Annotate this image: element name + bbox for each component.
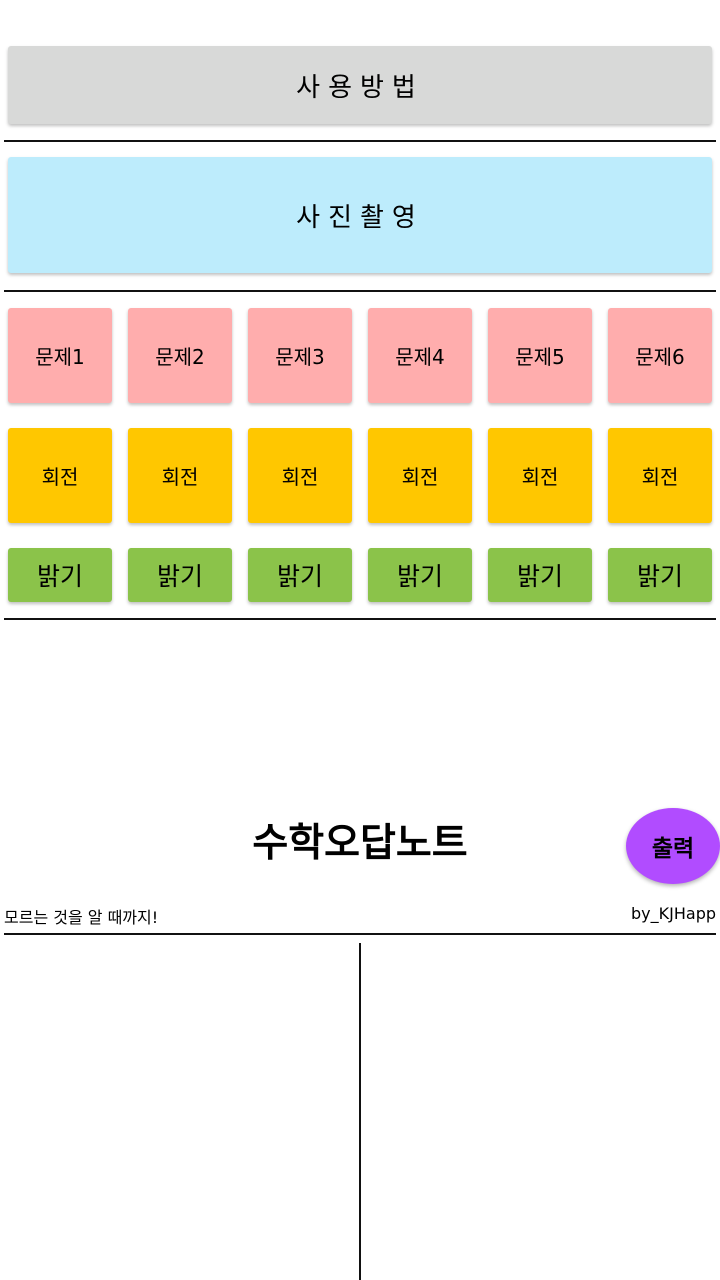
- problem-button-2[interactable]: 문제2: [128, 308, 232, 403]
- rotate-button-5[interactable]: 회전: [488, 428, 592, 523]
- divider: [4, 290, 716, 292]
- rotate-button-6[interactable]: 회전: [608, 428, 712, 523]
- problem-button-4[interactable]: 문제4: [368, 308, 472, 403]
- divider: [4, 618, 716, 620]
- center-divider: [359, 943, 361, 1280]
- rotate-button-1[interactable]: 회전: [8, 428, 112, 523]
- brightness-button-4[interactable]: 밝기: [368, 548, 472, 602]
- brightness-button-3[interactable]: 밝기: [248, 548, 352, 602]
- brightness-button-6[interactable]: 밝기: [608, 548, 712, 602]
- brightness-button-1[interactable]: 밝기: [8, 548, 112, 602]
- divider: [4, 933, 716, 935]
- problem-button-1[interactable]: 문제1: [8, 308, 112, 403]
- rotate-button-2[interactable]: 회전: [128, 428, 232, 523]
- howto-button[interactable]: 사용방법: [8, 46, 712, 124]
- note-title: 수학오답노트: [252, 821, 468, 866]
- problem-button-5[interactable]: 문제5: [488, 308, 592, 403]
- brightness-button-2[interactable]: 밝기: [128, 548, 232, 602]
- rotate-button-3[interactable]: 회전: [248, 428, 352, 523]
- divider: [4, 140, 716, 142]
- rotate-button-4[interactable]: 회전: [368, 428, 472, 523]
- credit-text: by_KJHapp: [631, 904, 716, 923]
- print-button[interactable]: 출력: [626, 808, 720, 884]
- brightness-button-5[interactable]: 밝기: [488, 548, 592, 602]
- note-subtitle: 모르는 것을 알 때까지!: [4, 908, 159, 927]
- problem-button-3[interactable]: 문제3: [248, 308, 352, 403]
- problem-button-6[interactable]: 문제6: [608, 308, 712, 403]
- camera-button[interactable]: 사진촬영: [8, 157, 712, 273]
